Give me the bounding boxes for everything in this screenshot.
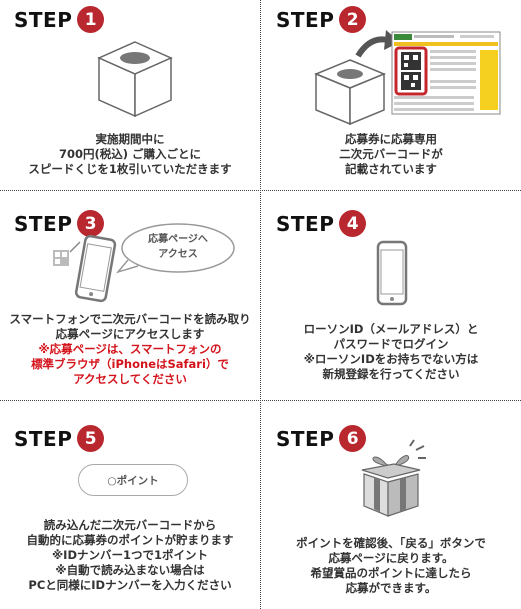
step-6-heading: STEP 6 <box>276 425 367 452</box>
step-6-line-1: ポイントを確認後、「戻る」ボタンで <box>296 536 486 550</box>
step-5-line-3: ※IDナンバー1つで1ポイント <box>51 548 208 562</box>
smartphone-icon <box>376 240 408 306</box>
step-6-line-3: 希望賞品のポイントに達したら <box>310 566 472 580</box>
step-number-badge: 3 <box>77 210 105 237</box>
step-5-heading: STEP 5 <box>14 425 105 452</box>
step-label: STEP <box>276 7 335 32</box>
horizontal-divider-1 <box>0 190 521 191</box>
step-4-line-3: ※ローソンIDをお持ちでない方は <box>303 352 479 366</box>
step-3-heading: STEP 3 <box>14 210 105 237</box>
step-label: STEP <box>14 211 73 236</box>
step-4-line-4: 新規登録を行ってください <box>322 367 460 381</box>
smartphone-scan-illustration <box>53 234 117 303</box>
step-4-line-2: パスワードでログイン <box>333 337 449 351</box>
step-6-line-4: 応募ができます。 <box>345 581 437 595</box>
step-number-badge: 1 <box>77 6 105 33</box>
step-4-heading: STEP 4 <box>276 210 367 237</box>
bubble-line-1: 応募ページへ <box>148 232 208 245</box>
box-with-ticket-illustration <box>314 30 501 126</box>
step-2-heading: STEP 2 <box>276 6 367 33</box>
step-3-note-3: アクセスしてください <box>73 372 187 386</box>
step-5-line-2: 自動的に応募券のポイントが貯まります <box>26 533 234 547</box>
horizontal-divider-2 <box>0 400 521 401</box>
step-3-note-1: ※応募ページは、スマートフォンの <box>38 342 222 356</box>
step-1-line-2: 700円(税込) ご購入ごとに <box>58 147 202 161</box>
gift-box-icon <box>361 439 426 517</box>
step-4-line-1: ローソンID（メールアドレス）と <box>303 322 479 336</box>
step-6-line-2: 応募ページに戻ります。 <box>328 551 454 565</box>
step-label: STEP <box>276 211 335 236</box>
step-number-badge: 5 <box>77 425 105 452</box>
step-2-line-3: 記載されています <box>345 162 437 176</box>
step-1-heading: STEP 1 <box>14 6 105 33</box>
bubble-line-2: アクセス <box>158 248 198 260</box>
step-label: STEP <box>14 7 73 32</box>
step-number-badge: 4 <box>339 210 367 237</box>
step-3-line-2: 応募ページにアクセスします <box>55 327 205 341</box>
step-3-line-1: スマートフォンで二次元バーコードを読み取り <box>9 312 251 326</box>
vertical-divider <box>260 0 261 609</box>
points-pill-label: ○ポイント <box>107 474 159 487</box>
step-5-line-5: PCと同様にIDナンバーを入力ください <box>28 578 232 592</box>
step-label: STEP <box>276 426 335 451</box>
step-1-line-1: 実施期間中に <box>95 132 165 146</box>
lottery-box-icon <box>97 41 173 118</box>
step-5-line-1: 読み込んだ二次元バーコードから <box>43 518 217 532</box>
step-1-line-3: スピードくじを1枚引いていただきます <box>28 162 232 176</box>
step-2-line-1: 応募券に応募専用 <box>345 132 437 146</box>
step-5-line-4: ※自動で読み込まない場合は <box>55 563 205 577</box>
step-2-line-2: 二次元バーコードが <box>339 147 443 161</box>
speech-bubble: 応募ページへ アクセス <box>115 223 235 274</box>
step-number-badge: 6 <box>339 425 367 452</box>
step-label: STEP <box>14 426 73 451</box>
points-pill: ○ポイント <box>78 464 188 496</box>
step-number-badge: 2 <box>339 6 367 33</box>
step-3-note-2: 標準ブラウザ（iPhoneはSafari）で <box>31 357 229 371</box>
